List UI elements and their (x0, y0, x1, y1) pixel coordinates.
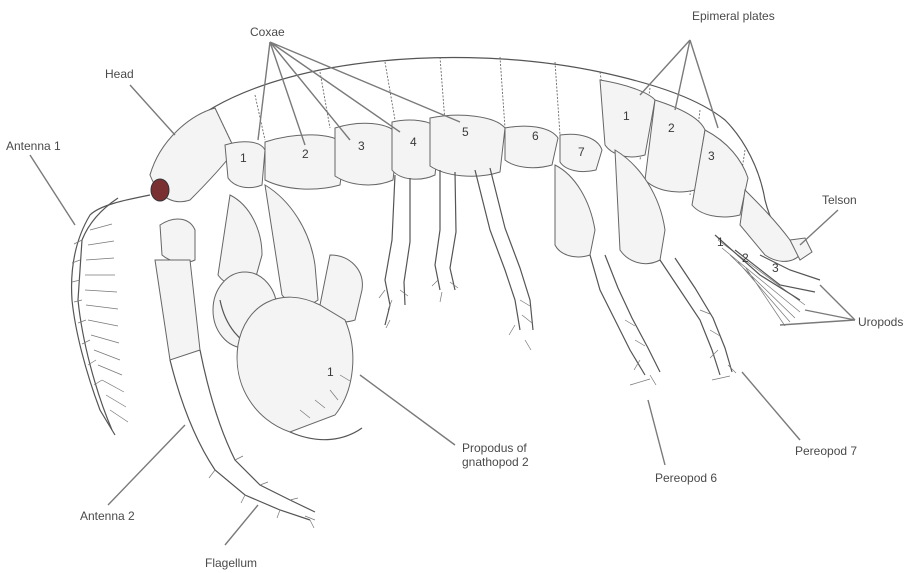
label-pereopod-7: Pereopod 7 (795, 444, 857, 458)
coxa-number-5: 5 (462, 125, 469, 139)
label-propodus-line-2: gnathopod 2 (462, 455, 529, 469)
label-head: Head (105, 67, 134, 81)
urosome-body (740, 190, 800, 261)
coxa-number-3: 3 (358, 139, 365, 153)
label-propodus-line-1: Propodus of (462, 441, 527, 455)
eye (151, 179, 169, 201)
label-telson: Telson (822, 193, 857, 207)
coxa-number-4: 4 (410, 135, 417, 149)
gnathopod-mark: 1 (327, 365, 334, 379)
coxa-number-6: 6 (532, 129, 539, 143)
coxa-number-2: 2 (302, 147, 309, 161)
label-uropods: Uropods (858, 315, 903, 329)
label-pereopod-6: Pereopod 6 (655, 471, 717, 485)
epimeral-number-3: 3 (708, 149, 715, 163)
epimeral-plate-2 (645, 100, 705, 192)
uropod-number-1: 1 (717, 235, 724, 249)
coxa-number-7: 7 (578, 145, 585, 159)
uropod-number-3: 3 (772, 261, 779, 275)
pereopods-3-5 (379, 168, 533, 350)
label-antenna-1: Antenna 1 (6, 139, 61, 153)
label-coxae: Coxae (250, 25, 285, 39)
epimeral-number-1: 1 (623, 109, 630, 123)
uropod-number-2: 2 (742, 251, 749, 265)
coxa-number-1: 1 (240, 151, 247, 165)
label-epimeral-plates: Epimeral plates (692, 9, 775, 23)
epimeral-number-2: 2 (668, 121, 675, 135)
antenna-1-shape (72, 195, 150, 435)
label-flagellum: Flagellum (205, 556, 257, 570)
propodus (237, 297, 353, 432)
coxal-plates (225, 115, 602, 189)
label-antenna-2: Antenna 2 (80, 509, 135, 523)
